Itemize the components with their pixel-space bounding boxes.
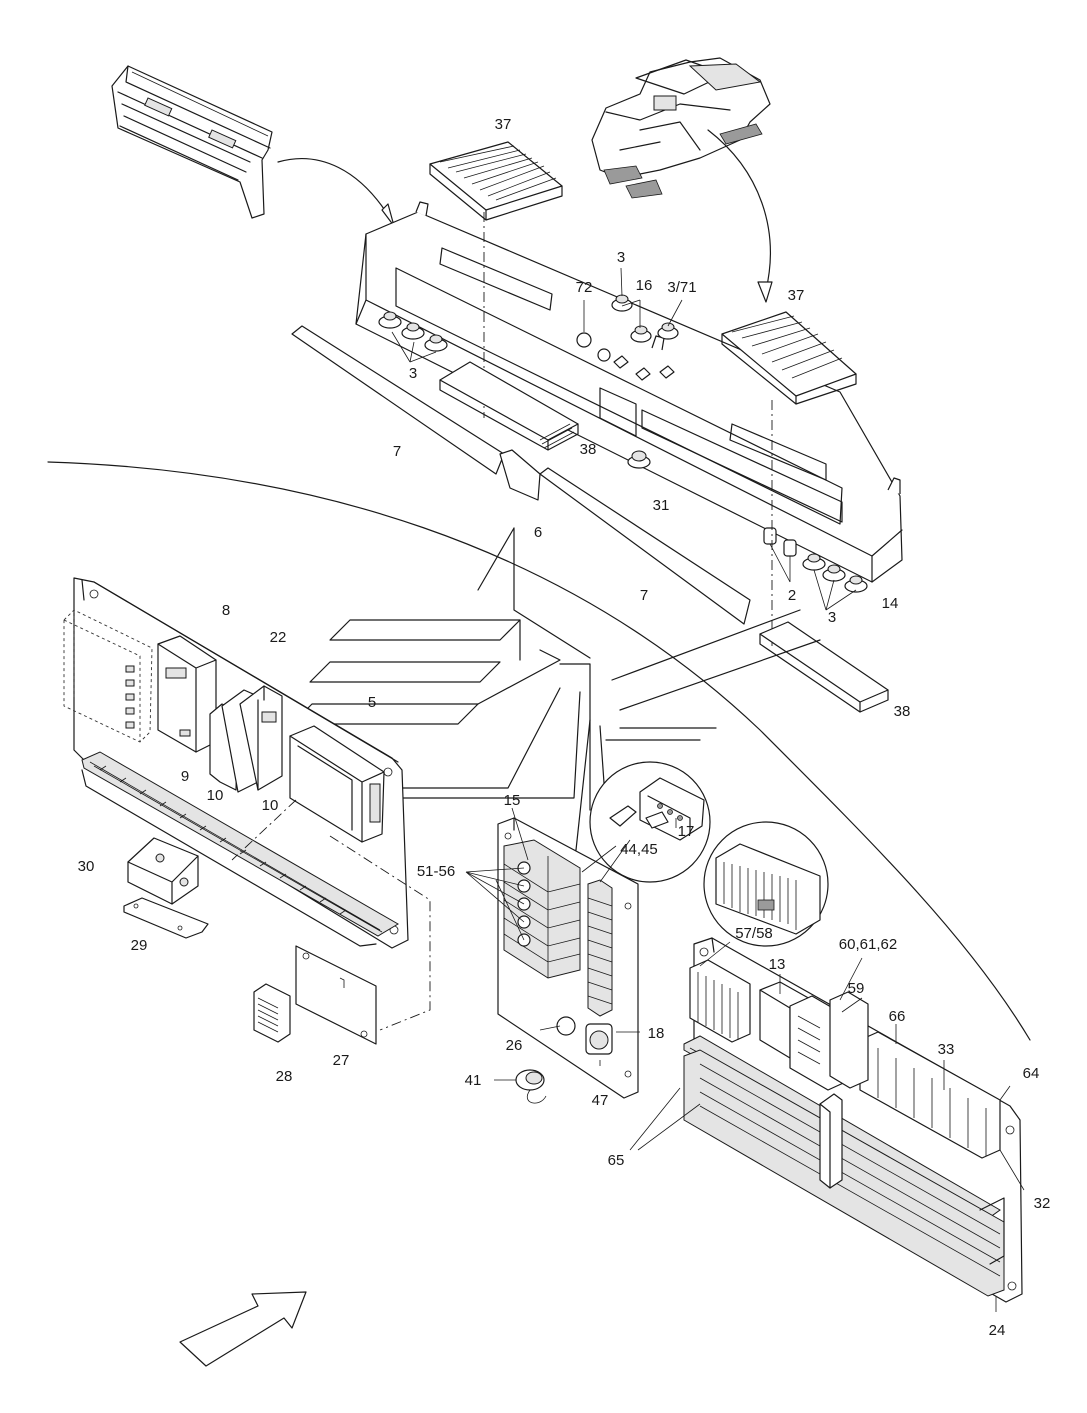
heatsink-37-left	[429, 141, 563, 221]
callout-65: 65	[608, 1152, 625, 1169]
callout-7-right: 7	[640, 587, 648, 604]
callout-24: 24	[989, 1322, 1006, 1339]
heatsink-37-right	[721, 311, 857, 405]
callout-66: 66	[889, 1008, 906, 1025]
callout-38-bottom: 38	[894, 703, 911, 720]
callout-16: 16	[636, 277, 653, 294]
callout-2: 2	[788, 587, 796, 604]
detail-circle-connector	[589, 761, 711, 883]
screed-thumbnail	[111, 65, 273, 219]
callout-5: 5	[368, 694, 376, 711]
paver-machine-thumbnail	[591, 57, 771, 199]
callout-57-58: 57/58	[735, 925, 773, 942]
leader-lines-detail	[581, 818, 677, 883]
sweep-curve	[47, 461, 1031, 1041]
flow-arrowhead-left	[381, 203, 395, 227]
indicator-26	[556, 1016, 576, 1036]
callout-15: 15	[504, 792, 521, 809]
callout-10-left: 10	[207, 787, 224, 804]
callout-3-right: 3	[828, 609, 836, 626]
callout-47: 47	[592, 1092, 609, 1109]
callout-17: 17	[678, 823, 695, 840]
control-console-housing	[355, 201, 903, 583]
leader-lines-right	[629, 941, 1025, 1312]
cover-panel-6	[499, 449, 541, 501]
callout-3-71: 3/71	[667, 279, 696, 296]
callout-30: 30	[78, 858, 95, 875]
callout-6: 6	[534, 524, 542, 541]
detail-circle-terminals	[703, 821, 829, 947]
callout-22: 22	[270, 629, 287, 646]
callout-59: 59	[848, 980, 865, 997]
callout-26: 26	[506, 1037, 523, 1054]
callout-labels: 37 3 16 3/71 72 37 3 7 38 31 6 7 2 3 14 …	[78, 116, 1051, 1339]
callout-72: 72	[576, 279, 593, 296]
flow-arrow-left	[277, 158, 391, 219]
cover-panel-7-right	[539, 467, 751, 625]
clamp-rail	[819, 1093, 843, 1189]
callout-27: 27	[333, 1052, 350, 1069]
detail-bracket	[477, 527, 591, 659]
socket-18	[585, 1023, 613, 1055]
callout-7-left: 7	[393, 443, 401, 460]
callout-37-top-left: 37	[495, 116, 512, 133]
display-board-38-bottom	[759, 621, 889, 713]
direction-arrow	[179, 1291, 307, 1367]
connector-column	[587, 879, 613, 1017]
display-board-38-top	[439, 361, 579, 451]
callout-8: 8	[222, 602, 230, 619]
module-5	[289, 725, 385, 843]
callout-60-61-62: 60,61,62	[839, 936, 897, 953]
callout-44-45: 44,45	[620, 841, 658, 858]
callout-9: 9	[181, 768, 189, 785]
flow-arrowhead-right	[757, 281, 773, 303]
callout-3-left: 3	[409, 365, 417, 382]
callout-64: 64	[1023, 1065, 1040, 1082]
leader-lines-top	[391, 267, 857, 611]
cap-41	[515, 1069, 547, 1104]
bracket-29	[123, 897, 209, 939]
callout-41: 41	[465, 1072, 482, 1089]
leader-lines-center	[465, 807, 640, 1081]
callout-13: 13	[769, 956, 786, 973]
callout-14: 14	[882, 595, 899, 612]
callout-3-top: 3	[617, 249, 625, 266]
assembly-axis-top	[483, 212, 773, 646]
callout-29: 29	[131, 937, 148, 954]
terminal-rail-left	[81, 751, 399, 937]
callout-33: 33	[938, 1041, 955, 1058]
fuse-strip-57-58	[689, 959, 751, 1043]
box-30	[127, 837, 199, 905]
relay-block-dashed	[63, 609, 153, 743]
callout-10-right: 10	[262, 797, 279, 814]
console-knobs	[378, 294, 868, 593]
flow-arrow-right	[707, 129, 771, 291]
callout-18: 18	[648, 1025, 665, 1042]
switch-array-51-56	[503, 839, 581, 979]
module-10-pair	[209, 685, 283, 793]
callout-38-top: 38	[580, 441, 597, 458]
callout-37-top-right: 37	[788, 287, 805, 304]
board-27	[295, 945, 377, 1045]
callout-28: 28	[276, 1068, 293, 1085]
assembly-axis-left	[231, 799, 431, 1031]
busbar-left	[81, 769, 377, 947]
assembly-outline-arrows	[291, 609, 821, 871]
callout-51-56: 51-56	[417, 863, 455, 880]
callout-31: 31	[653, 497, 670, 514]
modules-59-60-61-62	[789, 991, 869, 1091]
connector-28	[253, 983, 291, 1043]
callout-32: 32	[1034, 1195, 1051, 1212]
